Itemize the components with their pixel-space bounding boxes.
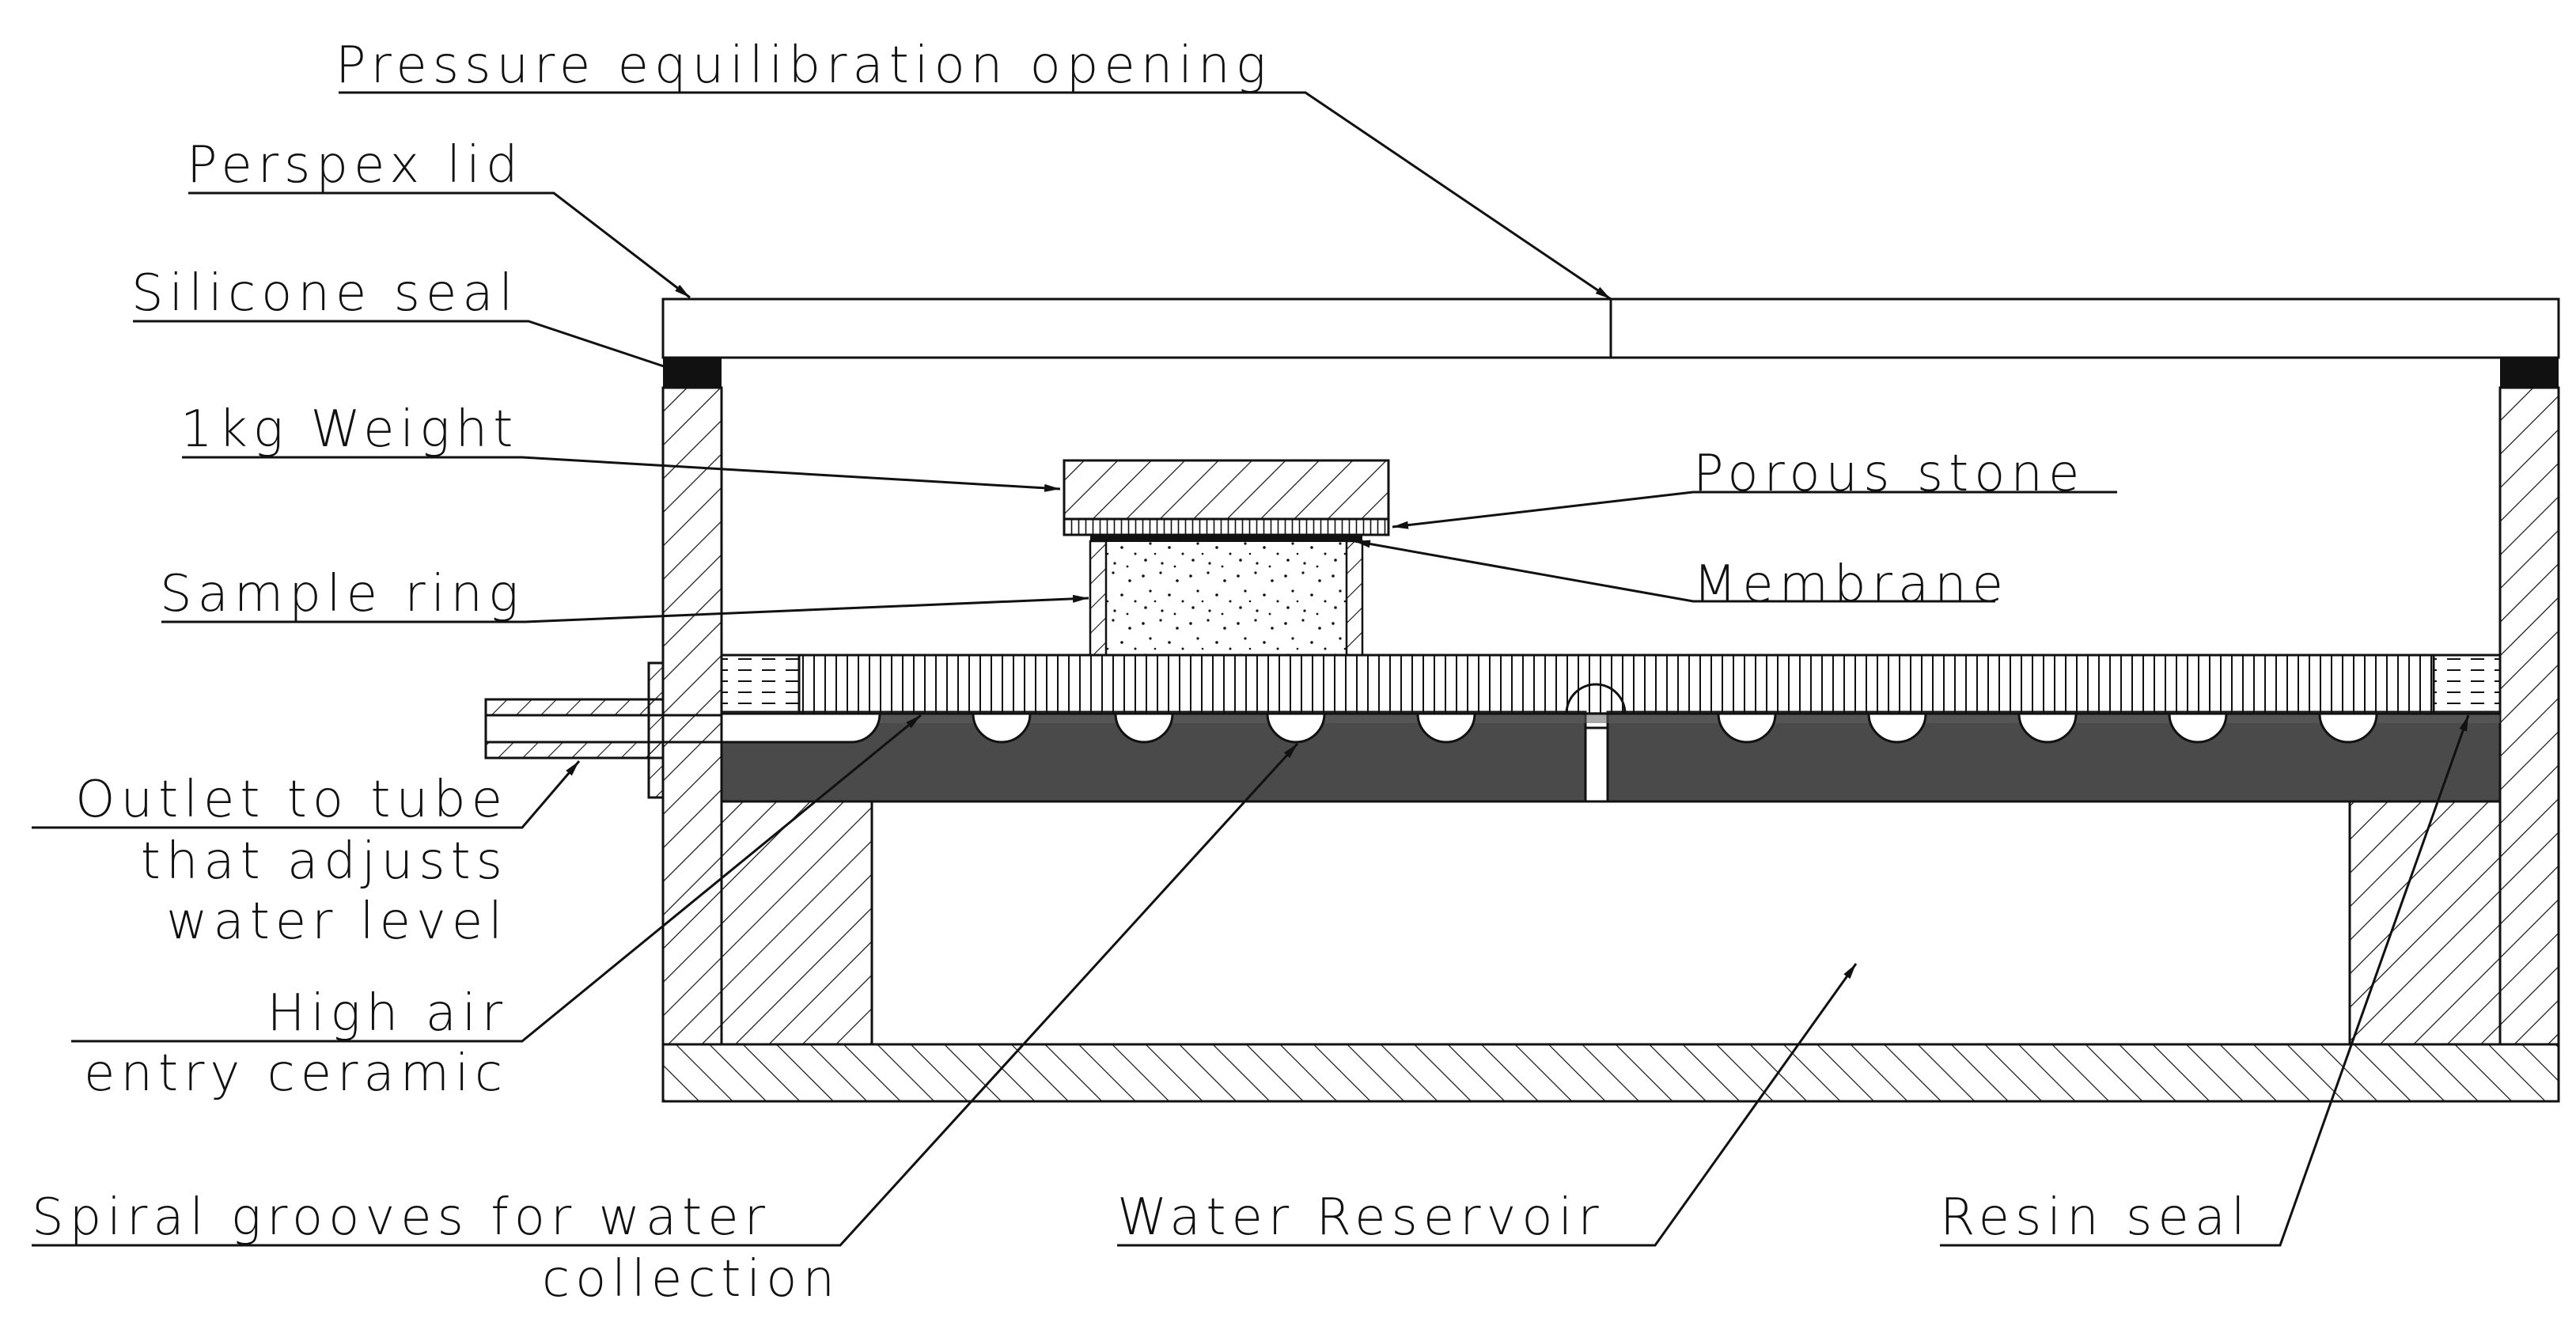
label-outlet-line2: that adjusts: [141, 832, 508, 891]
support-right: [2348, 800, 2502, 1046]
label-sample-ring: Sample ring: [160, 565, 524, 623]
label-weight: 1kg Weight: [180, 400, 518, 459]
label-membrane: Membrane: [1693, 555, 2009, 614]
label-outlet-line1: Outlet to tube: [75, 771, 508, 829]
leader-membrane: [1354, 540, 1995, 603]
label-porous-stone: Porous stone: [1693, 445, 2085, 503]
leader-porous-stone: [1392, 491, 2117, 529]
leader-resin-seal: [1940, 714, 2470, 1247]
label-outlet-line3: water level: [166, 892, 508, 951]
spiral-grooves: [720, 683, 2378, 744]
leader-spiral-grooves: [32, 742, 1299, 1247]
leader-perspex-lid: [188, 191, 691, 299]
outlet-tube: [484, 661, 722, 799]
leader-ceramic: [71, 714, 922, 1043]
leader-lines: [32, 91, 2470, 1247]
leader-water-reservoir: [1117, 963, 1858, 1247]
weight-block: [1063, 459, 1390, 521]
label-spiral-line2: collection: [542, 1250, 840, 1309]
label-pressure-opening: Pressure equilibration opening: [335, 36, 1271, 95]
resin-seal-left: [720, 654, 801, 715]
central-drain: [1584, 726, 1609, 803]
membrane: [1090, 535, 1362, 541]
label-ceramic-line2: entry ceramic: [84, 1044, 508, 1103]
soil-sample: [1105, 540, 1347, 656]
label-water-reservoir: Water Reservoir: [1117, 1188, 1604, 1247]
resin-seal-right: [2432, 654, 2502, 715]
leader-pressure-opening: [339, 91, 1612, 301]
support-left: [720, 800, 873, 1046]
labels: Pressure equilibration opening Perspex l…: [32, 36, 2251, 1309]
sample-ring-right: [1345, 540, 1364, 657]
leader-weight: [182, 456, 1061, 492]
leader-sample-ring: [161, 594, 1089, 623]
label-perspex-lid: Perspex lid: [187, 136, 524, 195]
silicone-seal-left: [663, 358, 722, 388]
porous-stone: [1063, 517, 1390, 536]
leader-silicone-seal: [133, 320, 695, 378]
sample-ring-left: [1089, 540, 1108, 657]
base-plate: [661, 1043, 2560, 1103]
label-ceramic-line1: High air: [267, 984, 508, 1043]
silicone-seal-right: [2500, 358, 2559, 388]
label-spiral-line1: Spiral grooves for water: [32, 1188, 771, 1247]
high-air-entry-ceramic: [797, 654, 2435, 715]
right-wall: [2498, 386, 2560, 1046]
label-silicone-seal: Silicone seal: [131, 264, 518, 323]
leader-outlet: [32, 760, 581, 829]
label-resin-seal: Resin seal: [1940, 1188, 2251, 1247]
perspex-lid: [661, 297, 2560, 359]
